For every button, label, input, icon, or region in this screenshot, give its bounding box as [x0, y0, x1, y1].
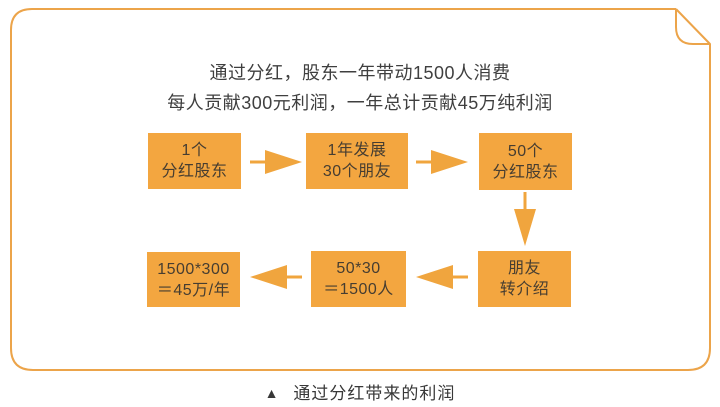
flow-box-6-450k-per-year: 1500*300 ＝45万/年 [147, 252, 240, 307]
flow-box-1-line-1: 1个 [181, 142, 208, 159]
folded-corner-icon [675, 9, 710, 45]
flow-box-2-line-1: 1年发展 [327, 142, 387, 159]
flow-box-2-develop-friends: 1年发展 30个朋友 [306, 133, 408, 189]
heading-line-2: 每人贡献300元利润，一年总计贡献45万纯利润 [167, 93, 553, 113]
flow-box-3-line-1: 50个 [507, 142, 544, 160]
flow-box-6-line-1: 1500*300 [157, 260, 230, 278]
arrow-down-icon [514, 192, 536, 246]
flow-box-4-friend-referral: 朋友 转介绍 [478, 251, 571, 307]
figure-caption: ▲ 通过分红带来的利润 [0, 379, 720, 404]
flow-box-3-fifty-shareholders: 50个 分红股东 [479, 133, 572, 190]
card-heading: 通过分红，股东一年带动1500人消费 每人贡献300元利润，一年总计贡献45万纯… [0, 58, 720, 118]
arrow-left-icon [416, 265, 468, 289]
flow-box-2-line-2: 30个朋友 [322, 163, 392, 180]
flow-box-1-dividend-shareholder: 1个 分红股东 [148, 133, 241, 189]
arrow-right-icon [416, 150, 468, 174]
flow-box-4-line-2: 转介绍 [499, 281, 550, 298]
triangle-marker-icon: ▲ [264, 385, 280, 401]
flow-box-5-1500-people: 50*30 ＝1500人 [311, 251, 406, 307]
flow-box-3-line-2: 分红股东 [492, 163, 559, 181]
flow-box-5-line-2: ＝1500人 [323, 281, 394, 298]
flow-box-5-line-1: 50*30 [336, 260, 381, 277]
arrow-left-icon [250, 265, 302, 289]
figure-caption-text: 通过分红带来的利润 [293, 384, 456, 403]
flow-box-6-line-2: ＝45万/年 [156, 281, 231, 299]
arrow-right-icon [250, 150, 302, 174]
heading-line-1: 通过分红，股东一年带动1500人消费 [209, 63, 511, 83]
flow-box-1-line-2: 分红股东 [161, 163, 228, 180]
card-border-path [10, 8, 711, 371]
flow-box-4-line-1: 朋友 [507, 260, 541, 277]
